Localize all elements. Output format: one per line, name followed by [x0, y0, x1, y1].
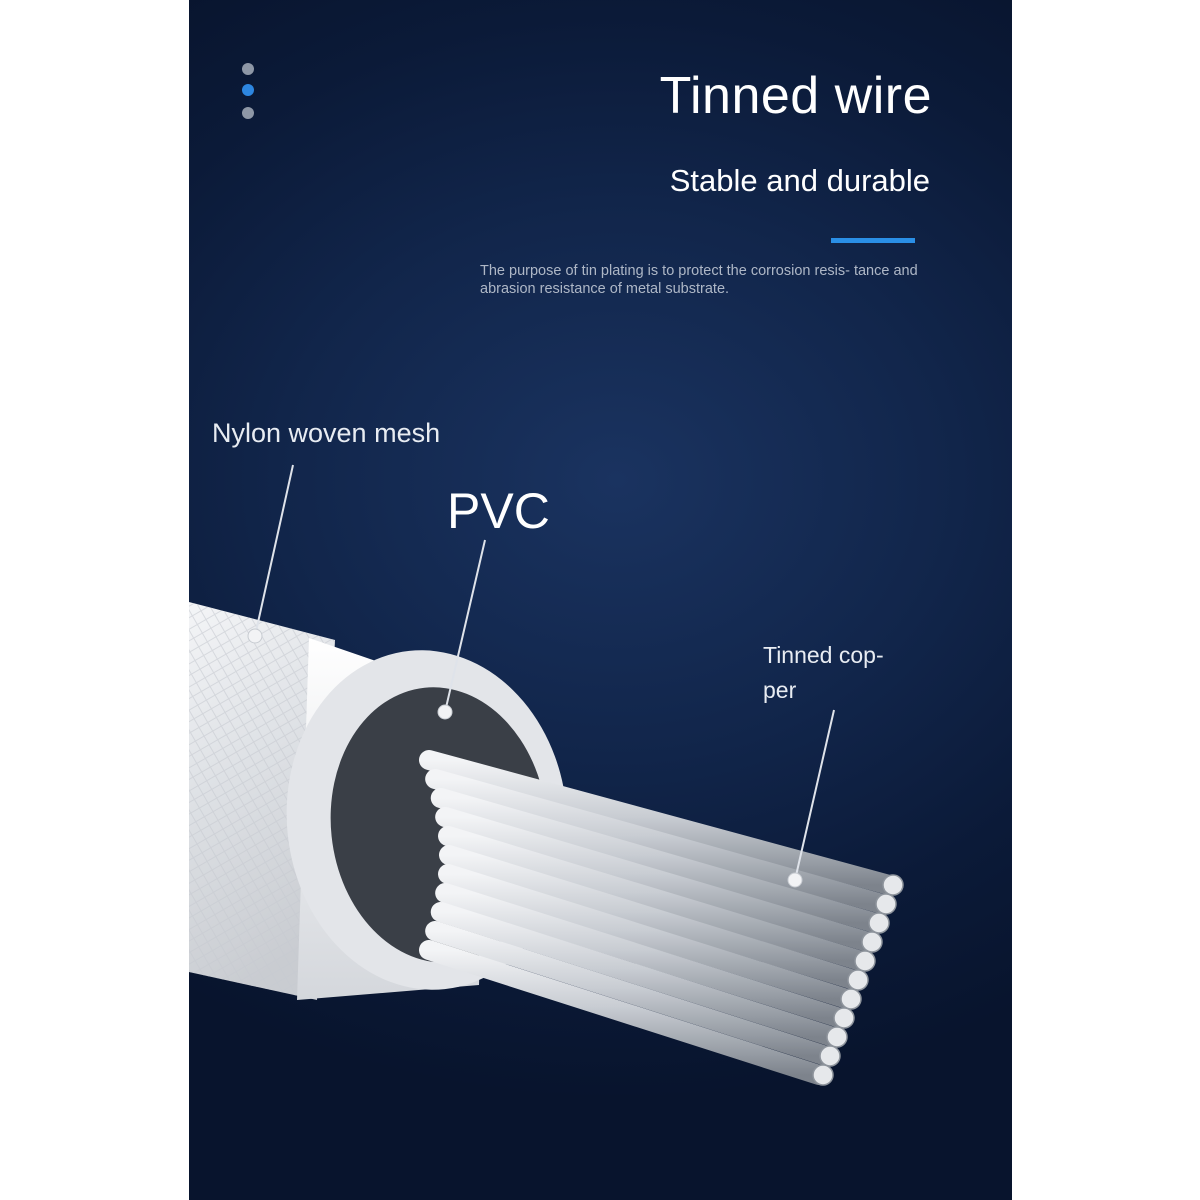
- copper-strand-end: [819, 1045, 841, 1067]
- page-title: Tinned wire: [659, 67, 932, 125]
- copper-strand: [430, 788, 885, 933]
- copper-strand-end: [812, 1064, 834, 1086]
- copper-strand: [425, 769, 892, 914]
- copper-strand-end: [826, 1026, 848, 1048]
- copper-strand: [430, 902, 843, 1047]
- label-tinned-copper: Tinned cop- per: [763, 642, 884, 703]
- copper-strand-end: [840, 988, 862, 1010]
- pager-dot-3[interactable]: [242, 107, 254, 119]
- copper-strand: [419, 750, 899, 895]
- label-pvc: PVC: [447, 483, 550, 539]
- copper-strand: [435, 807, 878, 952]
- copper-strand: [425, 921, 836, 1066]
- copper-strand: [438, 826, 871, 971]
- copper-strands: [419, 750, 904, 1086]
- pager-dots[interactable]: [241, 63, 255, 123]
- callout-lines: [247, 464, 835, 888]
- copper-strand-end: [875, 893, 897, 915]
- copper-strand: [435, 883, 850, 1028]
- pager-dot-2-active[interactable]: [242, 84, 254, 96]
- copper-strand-end: [833, 1007, 855, 1029]
- product-panel: Tinned wire Stable and durable The purpo…: [189, 0, 1012, 1200]
- copper-strand-end: [882, 874, 904, 896]
- nylon-jacket: [189, 602, 335, 1000]
- copper-strand-end: [861, 931, 883, 953]
- copper-strand: [419, 940, 829, 1085]
- copper-strand-end: [868, 912, 890, 934]
- accent-divider: [831, 238, 915, 243]
- copper-strand-end: [847, 969, 869, 991]
- copper-strand: [439, 845, 864, 990]
- cable-cutaway-illustration: [189, 464, 904, 1086]
- page-subtitle: Stable and durable: [669, 163, 930, 198]
- description-text: The purpose of tin plating is to protect…: [480, 263, 918, 297]
- copper-strand: [438, 864, 857, 1009]
- copper-strand-end: [854, 950, 876, 972]
- pager-dot-1[interactable]: [242, 63, 254, 75]
- label-nylon-woven-mesh: Nylon woven mesh: [212, 418, 441, 448]
